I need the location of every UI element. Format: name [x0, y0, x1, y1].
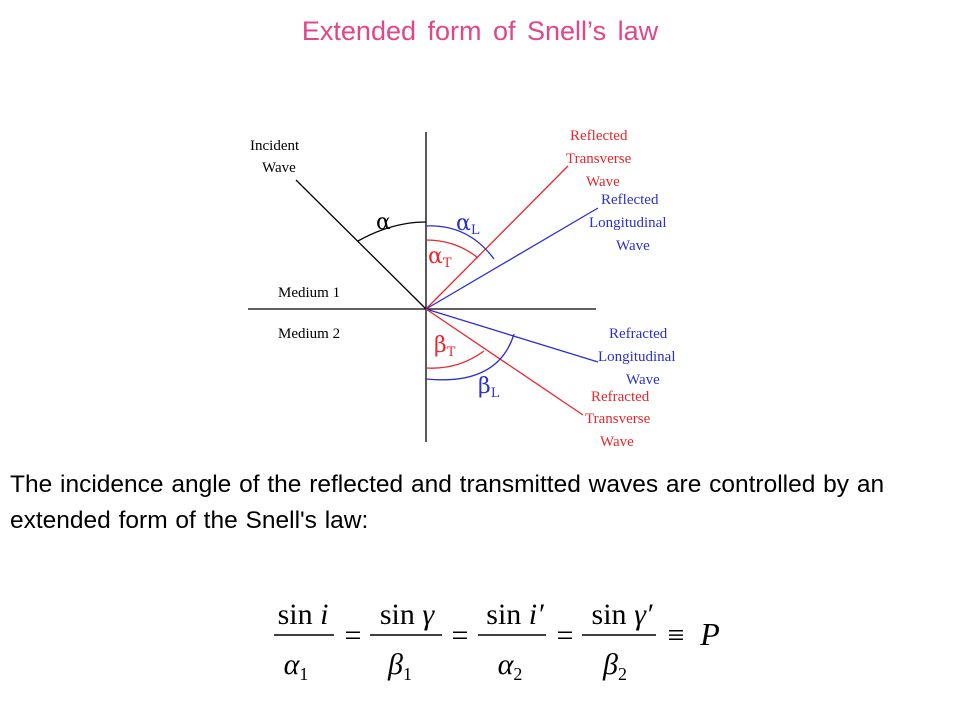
medium-2-label: Medium 2	[278, 326, 340, 342]
page-title: Extended form of Snell’s law	[301, 16, 659, 46]
equals-sign-3: =	[557, 619, 574, 652]
formula-result: P	[699, 616, 720, 652]
beta-l-arc	[425, 333, 515, 381]
equals-sign-1: =	[345, 619, 362, 652]
formula-term-4: sin γ′ β2	[582, 598, 656, 684]
alpha-l-arc	[425, 225, 495, 260]
refracted-transverse-label-3: Wave	[600, 434, 634, 450]
term-4-numerator: sin γ′	[592, 598, 653, 631]
term-3-numerator: sin i′	[486, 598, 544, 631]
term-1-denominator: α1	[284, 648, 309, 684]
incident-ray	[295, 179, 427, 310]
refracted-longitudinal-ray	[425, 308, 599, 363]
reflected-longitudinal-ray	[425, 207, 599, 310]
snells-law-diagram: Incident Wave Medium 1 Medium 2 Reflecte…	[248, 128, 676, 450]
snells-law-formula: sin i α1 = sin γ β1 = sin i′ α2 = sin γ′…	[274, 598, 720, 684]
term-2-numerator: sin γ	[380, 598, 436, 631]
reflected-transverse-label-2: Transverse	[566, 151, 632, 167]
equals-sign-2: =	[452, 619, 469, 652]
refracted-longitudinal-label-3: Wave	[626, 372, 660, 388]
reflected-longitudinal-label-1: Reflected	[601, 192, 659, 208]
term-3-denominator: α2	[498, 648, 523, 684]
reflected-transverse-ray	[425, 165, 569, 310]
reflected-longitudinal-label-2: Longitudinal	[589, 215, 667, 231]
medium-1-label: Medium 1	[278, 285, 340, 301]
explanation-paragraph: The incidence angle of the reflected and…	[10, 471, 885, 534]
alpha-label: α	[376, 210, 391, 235]
identical-sign: ≡	[668, 619, 685, 652]
beta-t-label: βT	[434, 333, 456, 360]
incident-label-line1: Incident	[250, 138, 300, 154]
formula-term-3: sin i′ α2	[478, 598, 546, 684]
alpha-l-label: αL	[456, 211, 480, 238]
refracted-transverse-label-1: Refracted	[591, 389, 650, 405]
beta-l-label: βL	[478, 374, 500, 401]
formula-term-2: sin γ β1	[370, 598, 442, 684]
refracted-transverse-ray	[425, 308, 584, 416]
term-1-numerator: sin i	[278, 598, 329, 631]
alpha-t-arc	[425, 239, 479, 259]
reflected-transverse-label-1: Reflected	[570, 128, 628, 144]
term-2-denominator: β1	[387, 648, 412, 684]
term-4-denominator: β2	[602, 648, 627, 684]
refracted-longitudinal-label-2: Longitudinal	[598, 349, 676, 365]
incident-label-line2: Wave	[262, 160, 296, 176]
formula-term-1: sin i α1	[274, 598, 334, 684]
alpha-t-label: αT	[428, 244, 452, 271]
refracted-transverse-label-2: Transverse	[585, 411, 651, 427]
beta-t-arc	[425, 350, 485, 369]
refracted-longitudinal-label-1: Refracted	[609, 326, 668, 342]
reflected-longitudinal-label-3: Wave	[616, 238, 650, 254]
reflected-transverse-label-3: Wave	[586, 174, 620, 190]
alpha-arc	[357, 221, 427, 242]
